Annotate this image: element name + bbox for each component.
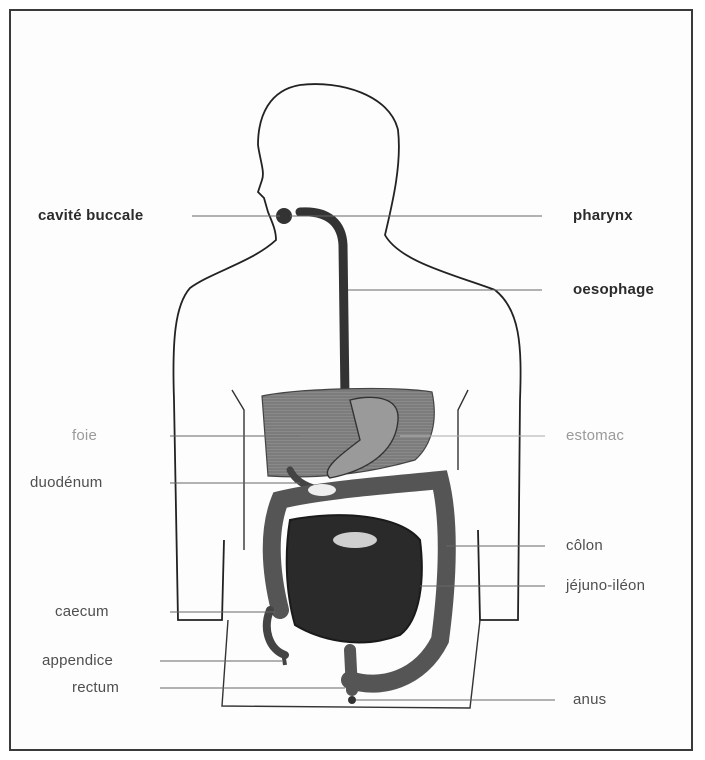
oesophagus [300, 212, 345, 398]
label-rectum: rectum [72, 680, 119, 695]
label-caecum: caecum [55, 604, 109, 619]
intestine-highlight [333, 532, 377, 548]
anus [348, 696, 356, 704]
label-anus: anus [573, 692, 606, 707]
appendix [283, 652, 285, 665]
label-cavite-buccale: cavité buccale [38, 208, 143, 223]
label-pharynx: pharynx [573, 208, 633, 223]
rectum [350, 650, 352, 690]
label-oesophage: oesophage [573, 282, 654, 297]
arm-line-right [458, 390, 468, 470]
intestine-highlight [308, 484, 336, 496]
label-jejuno-ileon: jéjuno-iléon [566, 578, 645, 593]
label-appendice: appendice [42, 653, 113, 668]
label-duodenum: duodénum [30, 475, 103, 490]
body-outline-left [173, 85, 300, 620]
label-colon: côlon [566, 538, 603, 553]
label-foie: foie [72, 428, 97, 443]
arm-line-left [232, 390, 244, 550]
label-estomac: estomac [566, 428, 624, 443]
